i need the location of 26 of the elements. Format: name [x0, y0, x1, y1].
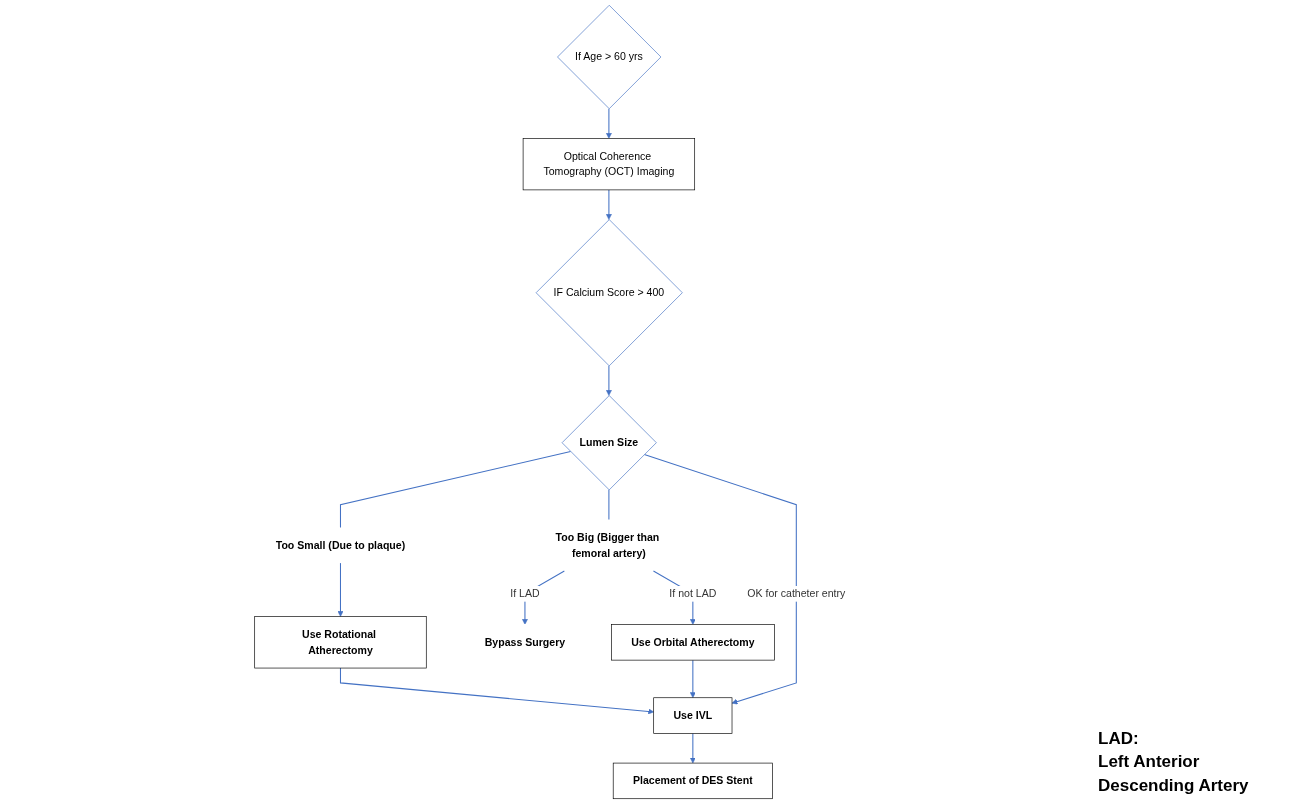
- node-box: Placement of DES Stent: [612, 762, 773, 800]
- node-text: Too Small (Due to plaque): [275, 539, 406, 551]
- arrow: [606, 189, 612, 220]
- arrow: [689, 732, 696, 764]
- connector: [608, 489, 610, 521]
- arrow: [337, 562, 344, 617]
- node-box: Optical Coherence Tomography (OCT) Imaging: [522, 138, 696, 191]
- node-box: Use Rotational Atherectomy: [254, 616, 427, 669]
- node-diamond: Lumen Size: [561, 395, 657, 491]
- edge-label: If not LAD: [669, 587, 717, 600]
- node-diamond: If Age > 60 yrs: [557, 4, 662, 110]
- node-text: Too Big (Bigger than femoral artery): [555, 531, 660, 559]
- node-text: Bypass Surgery: [484, 636, 566, 648]
- arrow: [643, 453, 797, 705]
- node-box: Use IVL: [653, 697, 733, 734]
- arrow: [606, 108, 612, 139]
- note-text: LAD:: [1098, 727, 1140, 750]
- arrow: [689, 659, 696, 698]
- node-diamond: IF Calcium Score > 400: [535, 219, 683, 367]
- connector: [339, 451, 572, 528]
- edge-label: OK for catheter entry: [747, 587, 846, 600]
- note-text: Left Anterior Descending Artery: [1098, 751, 1250, 798]
- arrow: [606, 365, 612, 396]
- arrow: [339, 667, 654, 715]
- node-box: Use Orbital Atherectomy: [611, 624, 775, 661]
- edge-label: If LAD: [510, 587, 540, 600]
